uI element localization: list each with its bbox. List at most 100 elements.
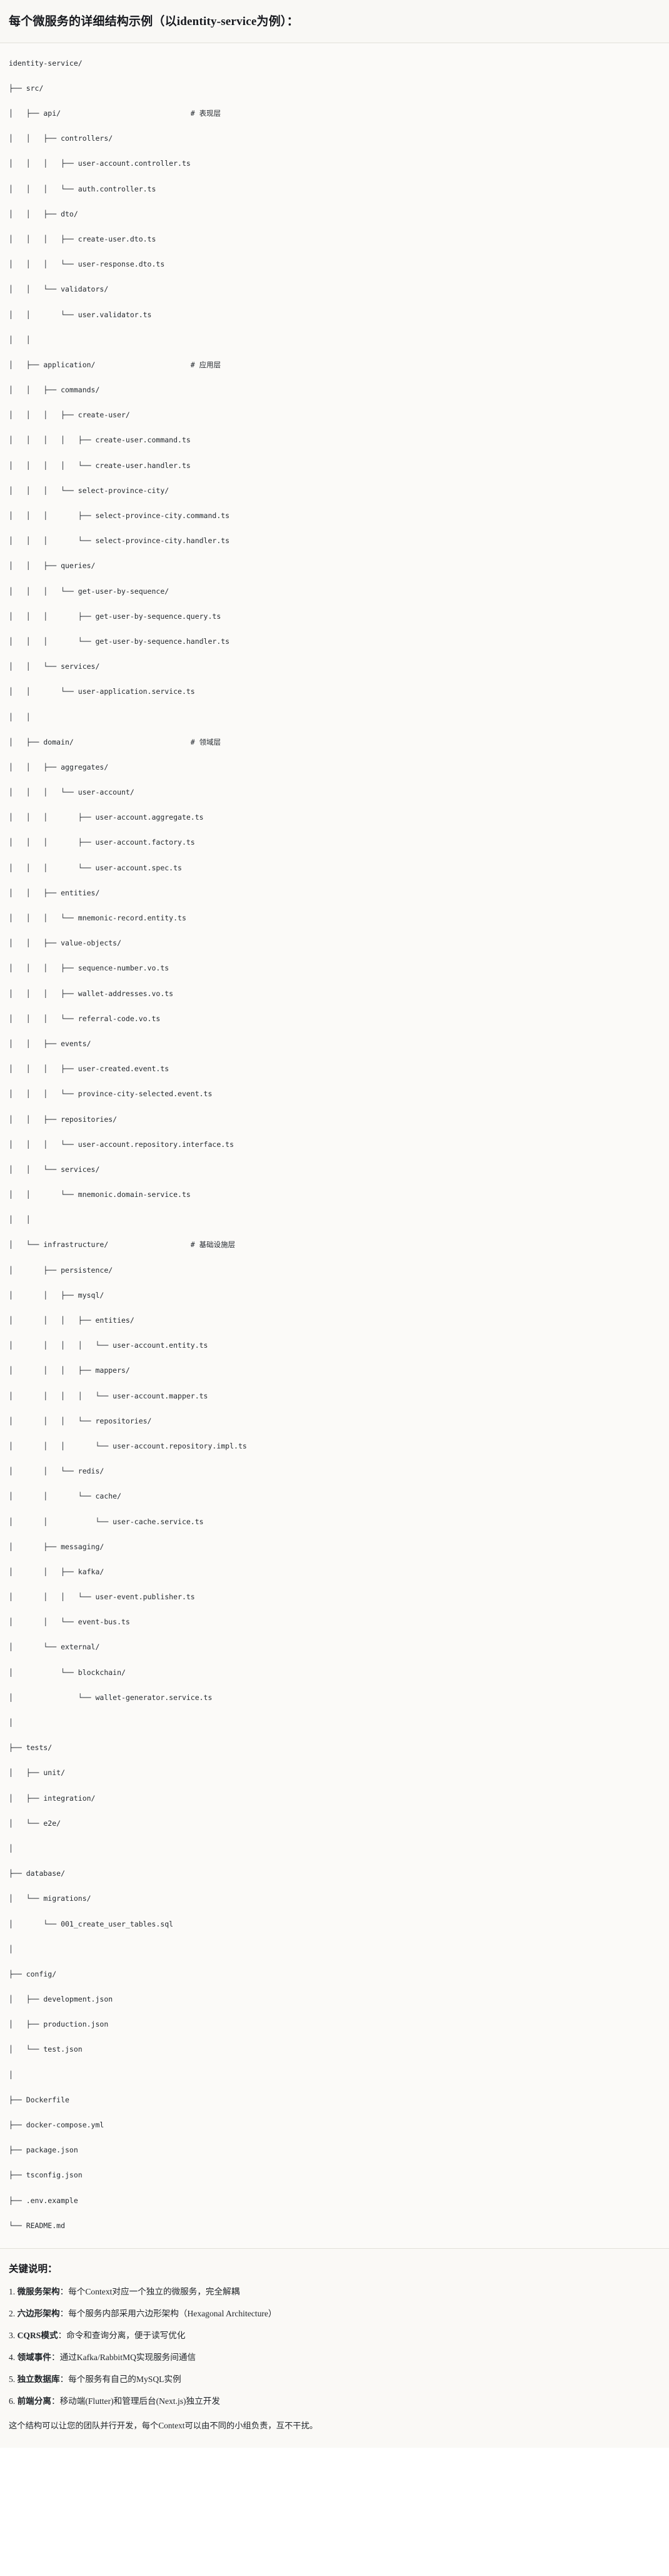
tree-line: │ ├── development.json — [9, 1995, 113, 2004]
key-note-item: 1. 微服务架构：每个Context对应一个独立的微服务，完全解耦 — [9, 2285, 660, 2298]
key-note-separator: ： — [51, 2353, 60, 2363]
tree-line: │ │ └── services/ — [9, 1164, 100, 1174]
tree-line: │ │ │ └── user-account.repository.impl.t… — [9, 1441, 247, 1450]
tree-line: ├── .env.example — [9, 2196, 78, 2205]
tree-line: │ ├── api/ # 表现层 — [9, 109, 221, 118]
tree-line: │ │ │ ├── create-user/ — [9, 410, 130, 420]
key-note-description: 每个服务有自己的MySQL实例 — [68, 2375, 181, 2385]
tree-line: ├── tsconfig.json — [9, 2171, 83, 2180]
tree-line: │ └── wallet-generator.service.ts — [9, 1693, 213, 1702]
tree-line: │ │ └── cache/ — [9, 1492, 122, 1501]
tree-line: │ │ │ └── user-event.publisher.ts — [9, 1592, 195, 1602]
tree-line: │ — [9, 2070, 13, 2079]
tree-line: │ │ — [9, 712, 31, 721]
key-note-number: 4. — [9, 2353, 18, 2363]
tree-line: │ │ │ └── user-account.spec.ts — [9, 863, 182, 872]
tree-line: │ │ ├── dto/ — [9, 209, 78, 218]
key-note-term: 独立数据库 — [17, 2375, 60, 2385]
key-notes-title: 关键说明： — [9, 2263, 58, 2274]
tree-line: │ — [9, 1944, 13, 1953]
tree-line: │ └── external/ — [9, 1642, 100, 1652]
tree-line: │ │ │ ├── user-account.controller.ts — [9, 159, 191, 168]
tree-line: │ │ — [9, 1215, 31, 1224]
tree-line: │ │ │ ├── user-account.aggregate.ts — [9, 813, 204, 822]
key-note-separator: ： — [59, 2286, 69, 2296]
tree-line: │ │ — [9, 335, 31, 344]
key-note-separator: ： — [59, 2308, 69, 2318]
tree-line: │ │ │ │ └── user-account.mapper.ts — [9, 1391, 208, 1400]
tree-line: │ │ └── user-cache.service.ts — [9, 1517, 204, 1526]
key-note-number: 5. — [9, 2375, 18, 2385]
tree-line: ├── package.json — [9, 2146, 78, 2155]
tree-line: │ │ │ └── user-account.repository.interf… — [9, 1139, 234, 1149]
key-note-item: 6. 前端分离：移动端(Flutter)和管理后台(Next.js)独立开发 — [9, 2395, 660, 2408]
tree-line: │ ├── domain/ # 领域层 — [9, 737, 221, 746]
tree-line: │ │ │ └── select-province-city.handler.t… — [9, 536, 230, 546]
tree-line: │ │ ├── entities/ — [9, 888, 100, 897]
key-note-number: 6. — [9, 2396, 18, 2406]
tree-line: │ │ │ ├── get-user-by-sequence.query.ts — [9, 611, 221, 621]
tree-line: │ │ │ └── user-response.dto.ts — [9, 260, 165, 269]
tree-line: │ │ └── event-bus.ts — [9, 1617, 130, 1627]
tree-line: ├── tests/ — [9, 1743, 53, 1753]
header-section: 每个微服务的详细结构示例（以identity-service为例）： — [0, 0, 669, 43]
tree-line: │ │ │ └── repositories/ — [9, 1416, 152, 1425]
tree-layer-comment: # 应用层 — [190, 360, 221, 369]
tree-line: │ │ ├── controllers/ — [9, 134, 113, 143]
key-note-separator: ： — [58, 2330, 67, 2340]
key-note-description: 命令和查询分离，便于读写优化 — [66, 2330, 186, 2340]
tree-line: │ └── blockchain/ — [9, 1667, 126, 1677]
tree-line: │ │ ├── aggregates/ — [9, 762, 109, 771]
tree-line: │ │ │ ├── create-user.dto.ts — [9, 234, 156, 243]
tree-line: │ │ │ ├── select-province-city.command.t… — [9, 511, 230, 521]
tree-line: ├── database/ — [9, 1869, 66, 1878]
key-note-term: 前端分离 — [17, 2396, 51, 2406]
tree-line: │ │ └── validators/ — [9, 285, 109, 294]
key-note-item: 5. 独立数据库：每个服务有自己的MySQL实例 — [9, 2373, 660, 2386]
key-note-item: 3. CQRS模式：命令和查询分离，便于读写优化 — [9, 2329, 660, 2342]
tree-line: ├── docker-compose.yml — [9, 2120, 104, 2130]
tree-line: │ │ │ ├── user-account.factory.ts — [9, 838, 195, 847]
key-note-number: 3. — [9, 2330, 18, 2340]
key-note-item: 2. 六边形架构：每个服务内部采用六边形架构（Hexagonal Archite… — [9, 2307, 660, 2320]
tree-line: │ │ │ │ ├── create-user.command.ts — [9, 435, 191, 445]
key-note-description: 每个服务内部采用六边形架构（Hexagonal Architecture） — [68, 2308, 277, 2318]
tree-layer-comment: # 领域层 — [190, 737, 221, 746]
tree-line: ├── config/ — [9, 1969, 57, 1978]
tree-line: │ ├── unit/ — [9, 1768, 66, 1778]
tree-line: └── README.md — [9, 2221, 66, 2230]
tree-layer-comment: # 表现层 — [190, 109, 221, 118]
tree-line: │ │ └── redis/ — [9, 1467, 104, 1476]
tree-line: │ ├── integration/ — [9, 1793, 96, 1803]
tree-line: │ │ └── mnemonic.domain-service.ts — [9, 1190, 191, 1199]
key-note-number: 1. — [9, 2286, 18, 2296]
tree-line: │ ├── messaging/ — [9, 1542, 104, 1551]
key-note-separator: ： — [59, 2375, 69, 2385]
page-title: 每个微服务的详细结构示例（以identity-service为例）： — [9, 15, 299, 28]
tree-line: │ ├── persistence/ — [9, 1265, 113, 1275]
tree-line: │ — [9, 1843, 13, 1853]
tree-line: │ │ ├── commands/ — [9, 385, 100, 395]
tree-layer-comment: # 基础设施层 — [190, 1240, 236, 1250]
tree-line: │ └── e2e/ — [9, 1818, 61, 1828]
tree-line: │ │ │ ├── entities/ — [9, 1316, 134, 1325]
tree-line: │ │ ├── queries/ — [9, 561, 96, 571]
tree-line: │ │ │ └── province-city-selected.event.t… — [9, 1089, 213, 1099]
directory-tree: identity-service/ ├── src/ │ ├── api/ # … — [9, 57, 660, 2232]
tree-line: │ ├── application/ # 应用层 — [9, 360, 221, 369]
key-note-description: 每个Context对应一个独立的微服务，完全解耦 — [68, 2286, 240, 2296]
tree-line: │ │ ├── repositories/ — [9, 1114, 118, 1124]
tree-line: │ │ │ └── user-account/ — [9, 788, 134, 797]
tree-line: ├── Dockerfile — [9, 2095, 69, 2104]
key-note-term: 微服务架构 — [17, 2286, 60, 2296]
key-note-item: 4. 领域事件：通过Kafka/RabbitMQ实现服务间通信 — [9, 2351, 660, 2364]
page-root: 每个微服务的详细结构示例（以identity-service为例）： ident… — [0, 0, 669, 2448]
tree-line: │ │ │ ├── user-created.event.ts — [9, 1064, 169, 1074]
key-note-number: 2. — [9, 2308, 18, 2318]
tree-line: │ │ │ │ └── user-account.entity.ts — [9, 1341, 208, 1350]
tree-line: │ │ │ │ └── create-user.handler.ts — [9, 461, 191, 470]
tree-line: │ │ ├── mysql/ — [9, 1290, 104, 1300]
tree-line: │ │ │ ├── wallet-addresses.vo.ts — [9, 989, 174, 998]
